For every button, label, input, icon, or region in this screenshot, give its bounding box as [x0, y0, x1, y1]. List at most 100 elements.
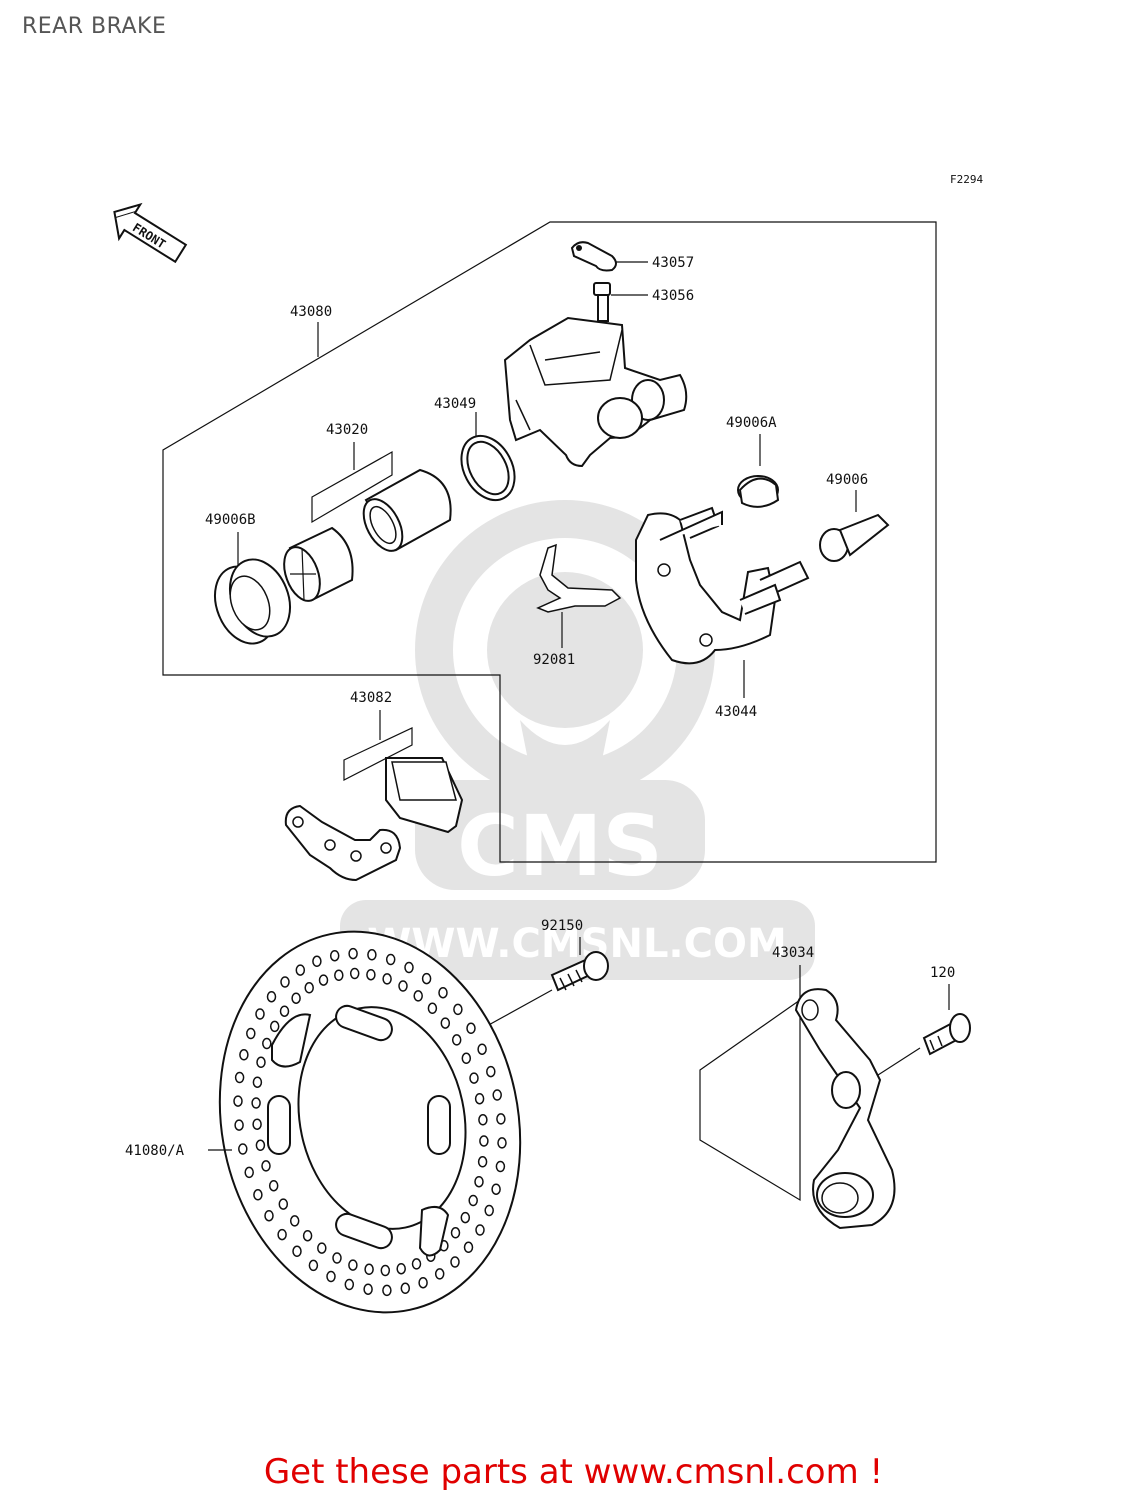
- disc-hole: [264, 1209, 274, 1222]
- disc-hole: [234, 1071, 245, 1084]
- disc-hole: [349, 967, 360, 980]
- part-label-43082: 43082: [350, 690, 392, 706]
- disc-hole: [495, 1160, 506, 1173]
- brake-pads-43082: [284, 757, 464, 882]
- disc-hole: [440, 1017, 451, 1029]
- bleeder-cap-43057: [570, 241, 648, 272]
- disc-hole: [252, 1076, 263, 1088]
- disc-hole: [334, 969, 344, 982]
- disc-hole: [279, 1005, 290, 1017]
- part-label-49006A: 49006A: [726, 415, 777, 431]
- disc-hole: [466, 1022, 476, 1035]
- disc-hole: [400, 1282, 411, 1295]
- disc-hole: [477, 1156, 488, 1168]
- page-title: REAR BRAKE: [22, 14, 167, 39]
- disc-hole: [326, 1270, 336, 1283]
- disc-hole: [253, 1189, 263, 1201]
- disc-hole: [450, 1256, 460, 1268]
- disc-hole: [486, 1065, 496, 1078]
- bolt-120: [922, 1013, 971, 1056]
- disc-hole: [363, 1283, 373, 1295]
- disc-hole: [413, 990, 423, 1002]
- disc-hole: [255, 1139, 266, 1152]
- piston-43020: [362, 468, 452, 552]
- disc-hole: [238, 1143, 248, 1155]
- part-label-43057: 43057: [652, 255, 694, 271]
- disc-hole: [255, 1008, 265, 1020]
- disc-hole: [234, 1119, 244, 1131]
- disc-hole: [438, 986, 448, 999]
- disc-hole: [396, 1262, 406, 1275]
- disc-hole: [421, 972, 432, 985]
- disc-hole: [329, 949, 340, 962]
- part-label-43049: 43049: [434, 396, 476, 412]
- part-label-49006: 49006: [826, 472, 868, 488]
- disc-hole: [266, 990, 277, 1003]
- part-label-43020: 43020: [326, 422, 368, 438]
- disc-hole: [385, 953, 396, 966]
- disc-hole: [427, 1002, 438, 1015]
- disc-hole: [289, 1215, 300, 1227]
- disc-hole: [484, 1204, 494, 1217]
- torque-link-43034: [794, 988, 896, 1230]
- pad-spring-92081: [536, 543, 622, 648]
- disc-hole: [292, 1245, 302, 1258]
- disc-hole: [367, 949, 377, 961]
- footer-link[interactable]: Get these parts at www.cmsnl.com !: [263, 1452, 884, 1492]
- disc-hole: [291, 992, 301, 1004]
- part-label-43056: 43056: [652, 288, 694, 304]
- disc-hole: [491, 1183, 501, 1195]
- disc-hole: [268, 1179, 279, 1192]
- disc-hole: [269, 1020, 280, 1033]
- part-label-43080: 43080: [290, 304, 332, 320]
- disc-hole: [382, 1284, 392, 1297]
- front-direction-arrow: FRONT: [113, 202, 188, 264]
- disc-hole: [477, 1043, 487, 1055]
- disc-hole: [434, 1268, 445, 1280]
- part-label-43044: 43044: [715, 704, 757, 720]
- part-label-49006B: 49006B: [205, 512, 256, 528]
- disc-hole: [295, 964, 306, 976]
- part-label-120: 120: [930, 965, 955, 981]
- part-label-92150: 92150: [541, 918, 583, 934]
- disc-hole: [344, 1278, 355, 1291]
- part-label-43034: 43034: [772, 945, 814, 961]
- disc-hole: [308, 1259, 319, 1272]
- disc-hole: [418, 1276, 428, 1289]
- disc-hole: [233, 1095, 243, 1107]
- disc-hole: [252, 1118, 262, 1130]
- brake-disc-41080A: [208, 930, 522, 1314]
- disc-hole: [469, 1072, 479, 1084]
- disc-hole: [450, 1227, 461, 1239]
- disc-hole: [251, 1097, 261, 1109]
- disc-hole: [332, 1252, 342, 1264]
- disc-hole: [461, 1052, 472, 1065]
- disc-hole: [262, 1037, 272, 1050]
- disc-hole: [478, 1114, 488, 1126]
- disc-hole: [404, 961, 414, 974]
- disc-hole: [318, 974, 329, 986]
- disc-hole: [382, 973, 392, 985]
- disc-hole: [366, 968, 376, 981]
- caliper-bracket-43044: [635, 506, 810, 698]
- piston-seal-43049: [460, 434, 516, 502]
- footer-cta[interactable]: Get these parts at www.cmsnl.com !: [0, 1452, 1147, 1492]
- disc-hole: [474, 1092, 485, 1105]
- disc-hole: [348, 1259, 358, 1271]
- disc-hole: [497, 1137, 507, 1149]
- disc-hole: [380, 1264, 391, 1277]
- watermark-url: WWW.CMSNL.COM: [367, 921, 787, 967]
- disc-hole: [304, 982, 314, 994]
- disc-hole: [364, 1263, 374, 1276]
- part-label-41080A: 41080/A: [125, 1143, 185, 1159]
- disc-hole: [496, 1113, 506, 1125]
- disc-hole: [244, 1166, 254, 1179]
- disc-hole: [474, 1175, 484, 1188]
- disc-hole: [302, 1229, 313, 1242]
- seal-49006B: [214, 558, 291, 645]
- disc-hole: [479, 1135, 489, 1147]
- cmsnl-watermark: CMS WWW.CMSNL.COM: [340, 500, 815, 980]
- boot-49006A: [737, 475, 780, 508]
- disc-hole: [398, 980, 408, 992]
